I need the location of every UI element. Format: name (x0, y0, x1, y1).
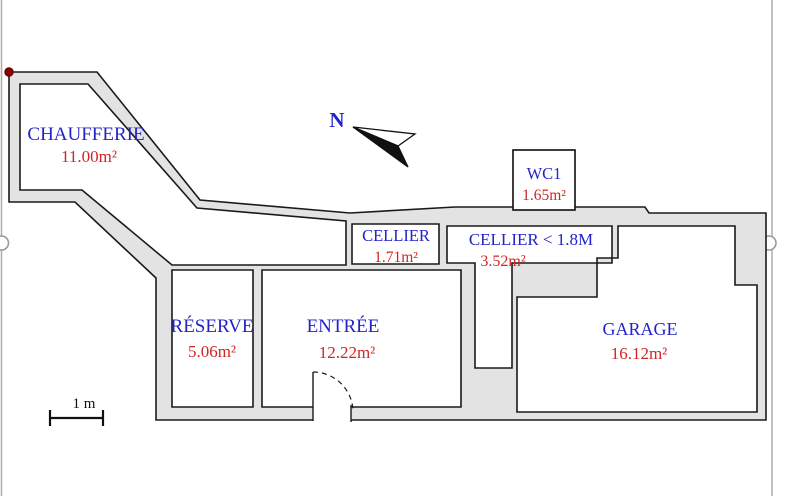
door-swing-arc (312, 371, 354, 413)
room-labels: CHAUFFERIE 11.00m² WC1 1.65m² CELLIER 1.… (27, 124, 677, 363)
room-area-wc1: 1.65m² (522, 187, 566, 204)
room-area-cellier: 1.71m² (374, 249, 418, 266)
room-area-entree: 12.22m² (319, 343, 376, 362)
room-area-cellier-bas: 3.52m² (480, 253, 525, 270)
room-label-reserve: RÉSERVE (171, 315, 254, 337)
room-label-chaufferie: CHAUFFERIE (27, 124, 144, 145)
room-area-garage: 16.12m² (611, 344, 668, 363)
room-label-cellier-bas: CELLIER < 1.8M (469, 230, 593, 249)
room-label-garage: GARAGE (603, 319, 678, 339)
room-label-entree: ENTRÉE (307, 315, 380, 337)
room-label-cellier: CELLIER (362, 226, 430, 245)
frame-handle-left (0, 235, 10, 251)
north-arrow-icon: N (329, 108, 417, 168)
room-label-wc1: WC1 (527, 164, 562, 183)
room-area-chaufferie: 11.00m² (61, 147, 117, 166)
scale-bar: 1 m (48, 396, 105, 426)
scale-bar-label: 1 m (73, 396, 96, 412)
north-arrow-black-blade (352, 126, 409, 168)
door-opening (313, 405, 351, 422)
north-label: N (329, 108, 344, 132)
walls-shape (8, 71, 767, 421)
room-area-reserve: 5.06m² (188, 342, 236, 361)
room-wc1-box (512, 149, 576, 211)
origin-marker-dot (4, 67, 14, 77)
